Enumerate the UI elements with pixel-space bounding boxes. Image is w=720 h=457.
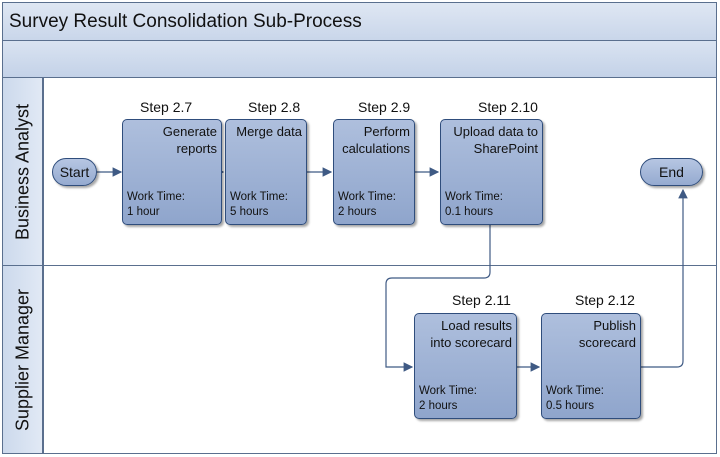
start-label: Start — [59, 164, 90, 180]
task-title: Publish scorecard — [578, 318, 636, 350]
task-generate-reports[interactable]: Generate reports Work Time: 1 hour — [122, 119, 222, 225]
task-work-time: Work Time: 1 hour — [127, 191, 185, 218]
diagram-title: Survey Result Consolidation Sub-Process — [9, 11, 362, 32]
step-label-2-11: Step 2.11 — [452, 292, 511, 308]
task-work-time: Work Time: 0.1 hours — [445, 191, 503, 218]
task-work-time: Work Time: 0.5 hours — [546, 385, 604, 412]
lane-label-supplier-manager: Supplier Manager — [2, 265, 43, 454]
step-label-2-10: Step 2.10 — [478, 99, 538, 115]
task-work-time: Work Time: 2 hours — [419, 385, 477, 412]
sub-header-bar — [2, 40, 717, 78]
task-work-time: Work Time: 2 hours — [338, 191, 396, 218]
task-title: Upload data to SharePoint — [453, 124, 538, 156]
step-label-2-9: Step 2.9 — [358, 99, 411, 115]
end-terminal[interactable]: End — [640, 158, 703, 186]
task-upload-to-sharepoint[interactable]: Upload data to SharePoint Work Time: 0.1… — [440, 119, 543, 225]
task-work-time: Work Time: 5 hours — [230, 191, 288, 218]
task-title: Load results into scorecard — [430, 318, 512, 350]
start-terminal[interactable]: Start — [52, 158, 97, 186]
step-label-2-12: Step 2.12 — [575, 292, 635, 308]
task-title: Generate reports — [162, 124, 217, 156]
step-label-2-8: Step 2.8 — [248, 99, 301, 115]
task-merge-data[interactable]: Merge data Work Time: 5 hours — [225, 119, 307, 225]
title-bar: Survey Result Consolidation Sub-Process — [2, 2, 717, 41]
lane-label-business-analyst: Business Analyst — [2, 77, 43, 266]
task-title: Merge data — [236, 124, 302, 139]
task-title: Perform calculations — [342, 124, 410, 156]
task-perform-calculations[interactable]: Perform calculations Work Time: 2 hours — [333, 119, 415, 225]
end-label: End — [659, 164, 684, 180]
connector-2-12-to-end — [641, 188, 688, 368]
step-label-2-7: Step 2.7 — [140, 99, 193, 115]
task-publish-scorecard[interactable]: Publish scorecard Work Time: 0.5 hours — [541, 313, 641, 419]
task-load-results-into-scorecard[interactable]: Load results into scorecard Work Time: 2… — [414, 313, 517, 419]
connector-2-10-to-2-11 — [385, 224, 491, 372]
